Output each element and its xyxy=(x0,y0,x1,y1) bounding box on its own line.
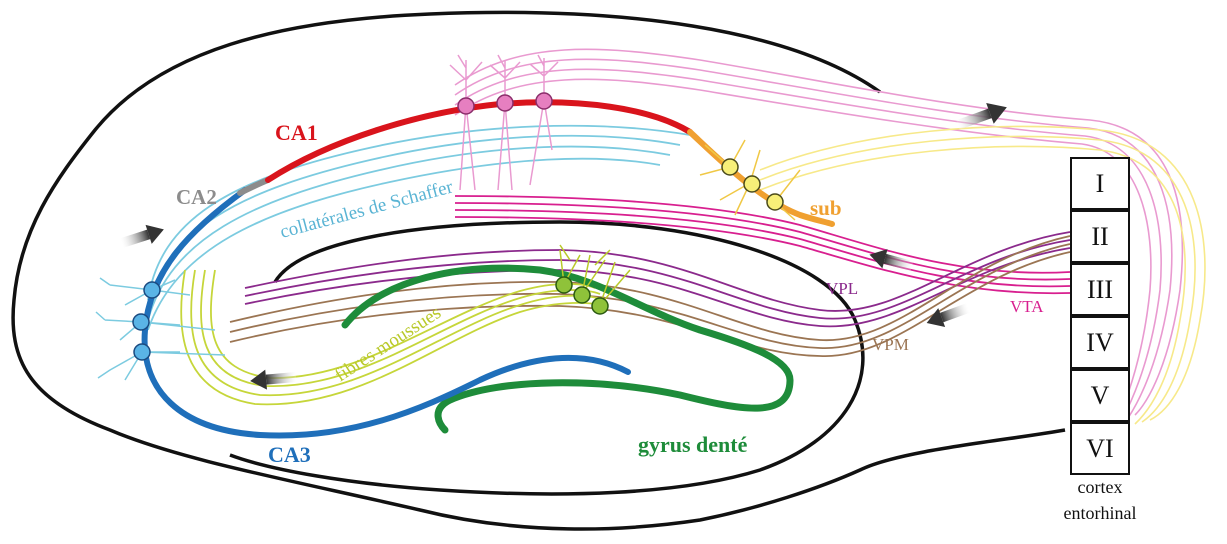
cortex-label-line2: entorhinal xyxy=(1040,500,1160,526)
arrow-icon xyxy=(954,97,1010,135)
ca3-soma-markers xyxy=(133,282,160,360)
ca1-soma-markers xyxy=(458,93,552,114)
cortex-layer-box: I xyxy=(1070,157,1130,210)
ca1-soma xyxy=(497,95,513,111)
ca1-soma xyxy=(458,98,474,114)
ca1-soma xyxy=(536,93,552,109)
label-ca1: CA1 xyxy=(275,120,318,145)
cortex-layer-box: V xyxy=(1070,369,1130,422)
dentate-soma xyxy=(574,287,590,303)
ca1-pyramidal-neurons xyxy=(450,55,558,190)
ca3-soma xyxy=(134,344,150,360)
cortex-layer-box: IV xyxy=(1070,316,1130,369)
label-vpm: VPM xyxy=(872,335,909,354)
ca3-region xyxy=(145,190,628,436)
label-sub: sub xyxy=(810,196,842,220)
arrow-icon xyxy=(119,220,167,253)
dentate-soma xyxy=(556,277,572,293)
cortex-layer-box: III xyxy=(1070,263,1130,316)
sub-soma xyxy=(722,159,738,175)
label-schaffer: collatérales de Schaffer xyxy=(278,176,456,243)
label-ca3: CA3 xyxy=(268,442,311,467)
ca3-soma xyxy=(133,314,149,330)
label-dentate: gyrus denté xyxy=(638,432,748,457)
ca3-soma xyxy=(144,282,160,298)
label-vta: VTA xyxy=(1010,297,1044,316)
label-vpl: VPL xyxy=(826,279,858,298)
brown-fibers xyxy=(230,236,1070,356)
ca3-neurons xyxy=(96,278,225,380)
cortex-layer-box: VI xyxy=(1070,422,1130,475)
arrow-icon xyxy=(249,367,297,391)
sub-soma xyxy=(767,194,783,210)
sub-soma xyxy=(744,176,760,192)
dentate-soma xyxy=(592,298,608,314)
label-ca2: CA2 xyxy=(176,185,217,209)
cortex-label-line1: cortex xyxy=(1040,474,1160,500)
cortex-layer-box: II xyxy=(1070,210,1130,263)
cortex-caption: cortex entorhinal xyxy=(1040,474,1160,526)
magenta-fibers xyxy=(455,196,1070,293)
